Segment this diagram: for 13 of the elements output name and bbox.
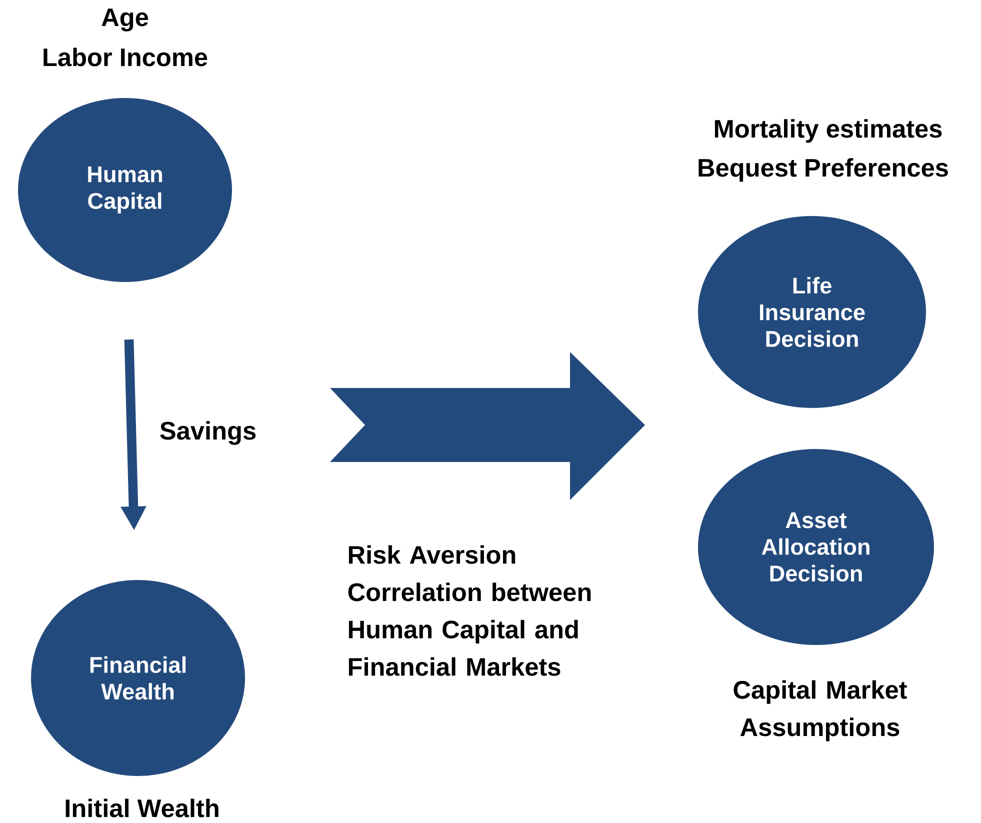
circle-node: Financial Wealth	[31, 580, 245, 776]
caption-text: Risk Aversion Correlation between Human Capital and Financial Markets	[348, 545, 591, 676]
caption-text: Mortality estimates	[714, 119, 942, 143]
chevron-arrow	[330, 352, 645, 500]
edge-label: Savings	[160, 421, 256, 445]
caption-text: Labor Income	[44, 48, 208, 66]
caption-text: Initial Wealth	[66, 798, 218, 818]
caption-text: Capital Market Assumptions	[734, 680, 907, 742]
circle-node: Human Capital	[18, 98, 232, 282]
circle-node: Asset Allocation Decision	[698, 449, 934, 645]
circle-node: Life Insurance Decision	[698, 216, 926, 408]
caption-text: Age	[102, 8, 148, 32]
caption-text: Bequest Preferences	[698, 158, 948, 182]
